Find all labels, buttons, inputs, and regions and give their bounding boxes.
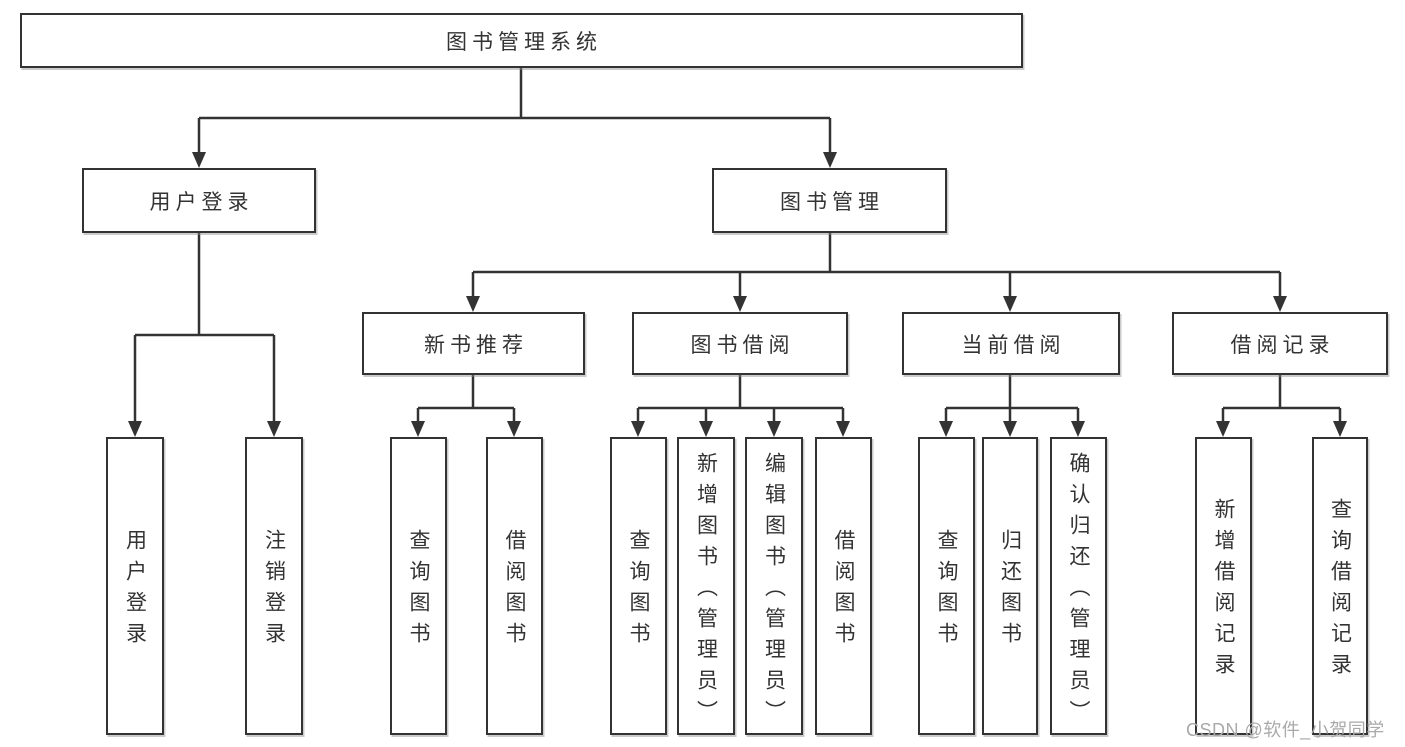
node-new-book-rec: 新书推荐 — [362, 312, 585, 375]
node-current-borrow: 当前借阅 — [902, 312, 1120, 375]
arrowhead-icon — [836, 421, 850, 437]
arrowhead-icon — [939, 421, 953, 437]
arrowhead-icon — [267, 421, 281, 437]
leaf-current-return-books-label: 归还图书 — [998, 529, 1022, 653]
arrowhead-icon — [411, 421, 425, 437]
leaf-current-query-books: 查询图书 — [918, 437, 975, 735]
node-user-login-label: 用户登录 — [149, 190, 254, 214]
leaf-borrow-add-books-admin: 新增图书（管理员） — [677, 437, 735, 735]
leaf-record-query-borrow-record: 查询借阅记录 — [1312, 437, 1368, 735]
node-current-borrow-label: 当前借阅 — [961, 333, 1066, 357]
leaf-current-query-books-label: 查询图书 — [935, 529, 958, 653]
leaf-newrec-borrow-books-label: 借阅图书 — [503, 529, 526, 653]
leaf-logout: 注销登录 — [245, 437, 303, 735]
edge-currentborrow-to-leaves — [944, 375, 1080, 422]
leaf-borrow-query-books-label: 查询图书 — [627, 529, 650, 653]
node-borrow-record: 借阅记录 — [1172, 312, 1388, 375]
node-root-label: 图书管理系统 — [446, 30, 602, 54]
leaf-borrow-edit-books-admin: 编辑图书（管理员） — [745, 437, 803, 735]
leaf-borrow-add-books-admin-label: 新增图书（管理员） — [694, 451, 718, 731]
leaf-current-confirm-return-admin-label: 确认归还（管理员） — [1067, 451, 1090, 731]
arrowhead-icon — [1071, 421, 1085, 437]
leaf-current-return-books: 归还图书 — [982, 437, 1038, 735]
leaf-borrow-borrow-books: 借阅图书 — [815, 437, 872, 735]
arrowhead-icon — [192, 152, 206, 168]
arrowhead-icon — [466, 296, 480, 312]
arrowhead-icon — [733, 296, 747, 312]
leaf-record-add-borrow-record: 新增借阅记录 — [1195, 437, 1252, 735]
leaf-logout-label: 注销登录 — [262, 529, 286, 653]
node-borrow-record-label: 借阅记录 — [1230, 333, 1335, 357]
arrowhead-icon — [823, 152, 837, 168]
leaf-borrow-borrow-books-label: 借阅图书 — [832, 529, 855, 653]
node-user-login: 用户登录 — [82, 168, 316, 233]
node-new-book-rec-label: 新书推荐 — [424, 333, 528, 357]
leaf-newrec-borrow-books: 借阅图书 — [486, 437, 543, 735]
leaf-newrec-query-books-label: 查询图书 — [407, 529, 430, 653]
csdn-watermark: CSDN @软件_小贺同学 — [1186, 720, 1385, 740]
node-book-mgmt-label: 图书管理 — [780, 190, 884, 214]
edge-userlogin-to-leaves — [133, 233, 276, 422]
arrowhead-icon — [1003, 296, 1017, 312]
leaf-record-add-borrow-record-label: 新增借阅记录 — [1212, 498, 1235, 684]
node-book-mgmt: 图书管理 — [712, 168, 947, 233]
edge-newbookrec-to-leaves — [416, 375, 516, 422]
arrowhead-icon — [631, 421, 645, 437]
leaf-record-query-borrow-record-label: 查询借阅记录 — [1328, 498, 1352, 684]
leaf-user-login: 用户登录 — [106, 437, 164, 735]
edge-root-to-level1 — [197, 68, 832, 153]
leaf-borrow-query-books: 查询图书 — [610, 437, 667, 735]
leaf-current-confirm-return-admin: 确认归还（管理员） — [1050, 437, 1107, 735]
arrowhead-icon — [1273, 296, 1287, 312]
arrowhead-icon — [1003, 421, 1017, 437]
arrowhead-icon — [1216, 421, 1230, 437]
arrowhead-icon — [699, 421, 713, 437]
arrowhead-icon — [128, 421, 142, 437]
edge-bookmgmt-to-level2 — [471, 233, 1282, 298]
leaf-newrec-query-books: 查询图书 — [390, 437, 447, 735]
edge-bookborrow-to-leaves — [636, 375, 845, 422]
arrowhead-icon — [767, 421, 781, 437]
node-root: 图书管理系统 — [20, 13, 1023, 68]
node-book-borrow-label: 图书借阅 — [690, 333, 795, 357]
arrowhead-icon — [507, 421, 521, 437]
leaf-user-login-label: 用户登录 — [123, 529, 147, 653]
node-book-borrow: 图书借阅 — [632, 312, 848, 375]
arrowhead-icon — [1333, 421, 1347, 437]
edge-borrowrecord-to-leaves — [1221, 375, 1342, 422]
leaf-borrow-edit-books-admin-label: 编辑图书（管理员） — [762, 451, 786, 731]
